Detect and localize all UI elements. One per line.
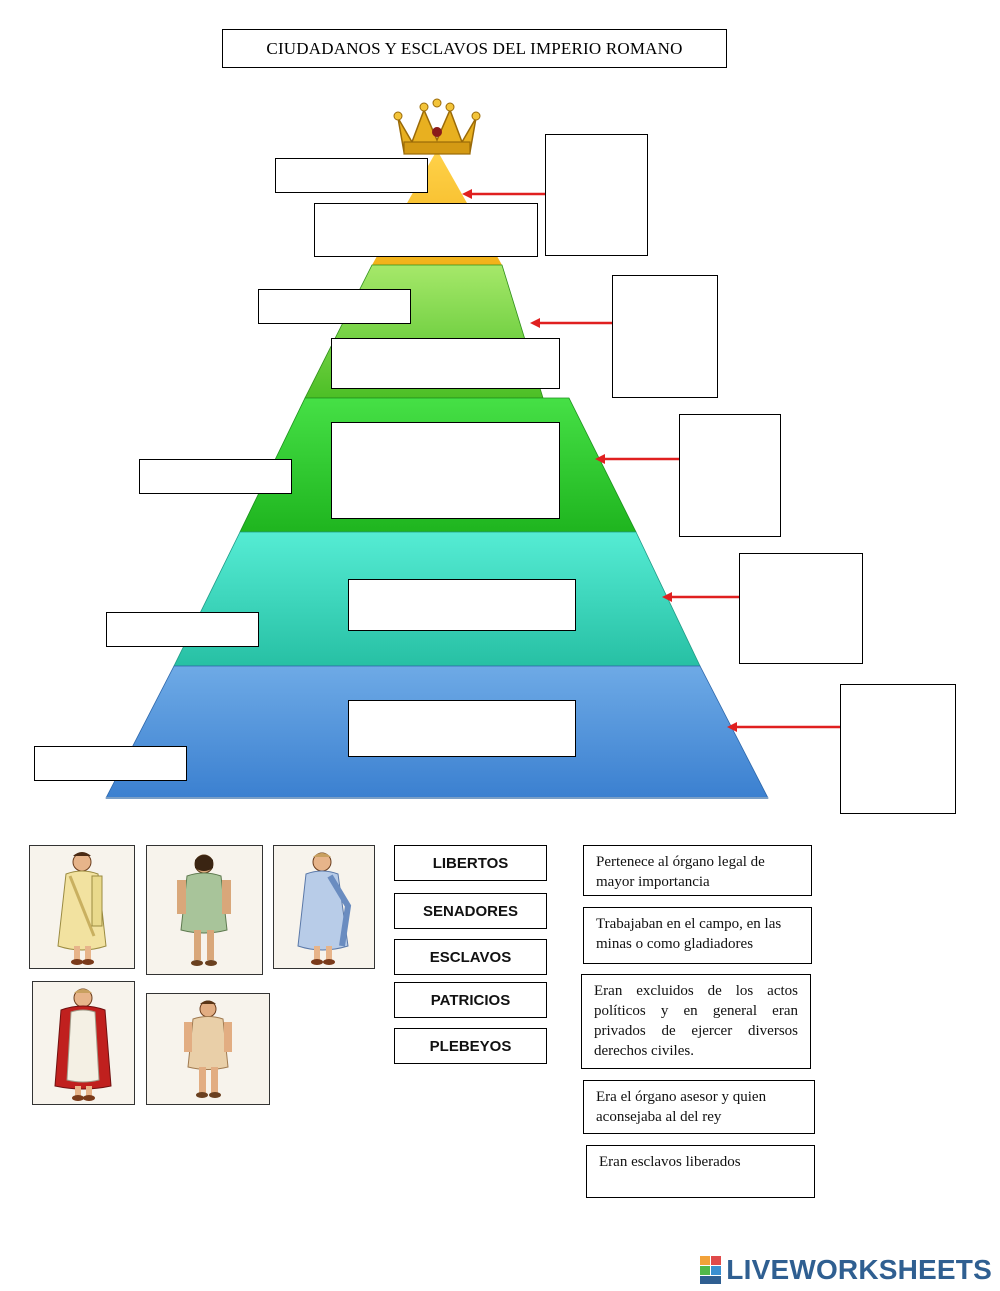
figure-tunic-beige-icon (184, 1000, 232, 1098)
word-card-plebeyos[interactable]: PLEBEYOS (394, 1028, 547, 1064)
figure-toga-yellow[interactable] (29, 845, 135, 969)
image-box-right-2[interactable] (612, 275, 718, 398)
answer-box-center-4[interactable] (348, 579, 576, 631)
answer-box-center-1[interactable] (314, 203, 538, 257)
arrow-icon (462, 189, 840, 732)
answer-box-left-5[interactable] (34, 746, 187, 781)
answer-box-center-2[interactable] (331, 338, 560, 389)
description-card-5[interactable]: Eran esclavos liberados (586, 1145, 815, 1198)
word-card-esclavos[interactable]: ESCLAVOS (394, 939, 547, 975)
figure-toga-red-icon (54, 988, 112, 1101)
image-box-right-1[interactable] (545, 134, 648, 256)
answer-box-center-3[interactable] (331, 422, 560, 519)
liveworksheets-logo-icon (700, 1256, 722, 1284)
image-box-right-3[interactable] (679, 414, 781, 537)
figure-toga-blue[interactable] (273, 845, 375, 969)
description-card-3[interactable]: Eran excluidos de los actos políticos y … (581, 974, 811, 1069)
answer-box-center-5[interactable] (348, 700, 576, 757)
description-card-4[interactable]: Era el órgano asesor y quien aconsejaba … (583, 1080, 815, 1134)
word-card-senadores[interactable]: SENADORES (394, 893, 547, 929)
word-card-libertos[interactable]: LIBERTOS (394, 845, 547, 881)
figure-toga-blue-icon (297, 852, 352, 965)
answer-box-left-2[interactable] (258, 289, 411, 324)
figure-toga-red[interactable] (32, 981, 135, 1105)
figure-tunic-green-icon (177, 854, 231, 966)
figure-toga-yellow-icon (57, 852, 107, 965)
image-box-right-5[interactable] (840, 684, 956, 814)
description-card-1[interactable]: Pertenece al órgano legal de mayor impor… (583, 845, 812, 896)
logo-text: LIVEWORKSHEETS (726, 1254, 992, 1285)
description-card-2[interactable]: Trabajaban en el campo, en las minas o c… (583, 907, 812, 964)
answer-box-left-3[interactable] (139, 459, 292, 494)
word-card-patricios[interactable]: PATRICIOS (394, 982, 547, 1018)
crown-icon (393, 98, 481, 155)
answer-box-left-1[interactable] (275, 158, 428, 193)
page-title: CIUDADANOS Y ESCLAVOS DEL IMPERIO ROMANO (222, 29, 727, 68)
figure-tunic-green[interactable] (146, 845, 263, 975)
answer-box-left-4[interactable] (106, 612, 259, 647)
liveworksheets-logo: LIVEWORKSHEETS (700, 1252, 992, 1288)
image-box-right-4[interactable] (739, 553, 863, 664)
figure-tunic-beige[interactable] (146, 993, 270, 1105)
